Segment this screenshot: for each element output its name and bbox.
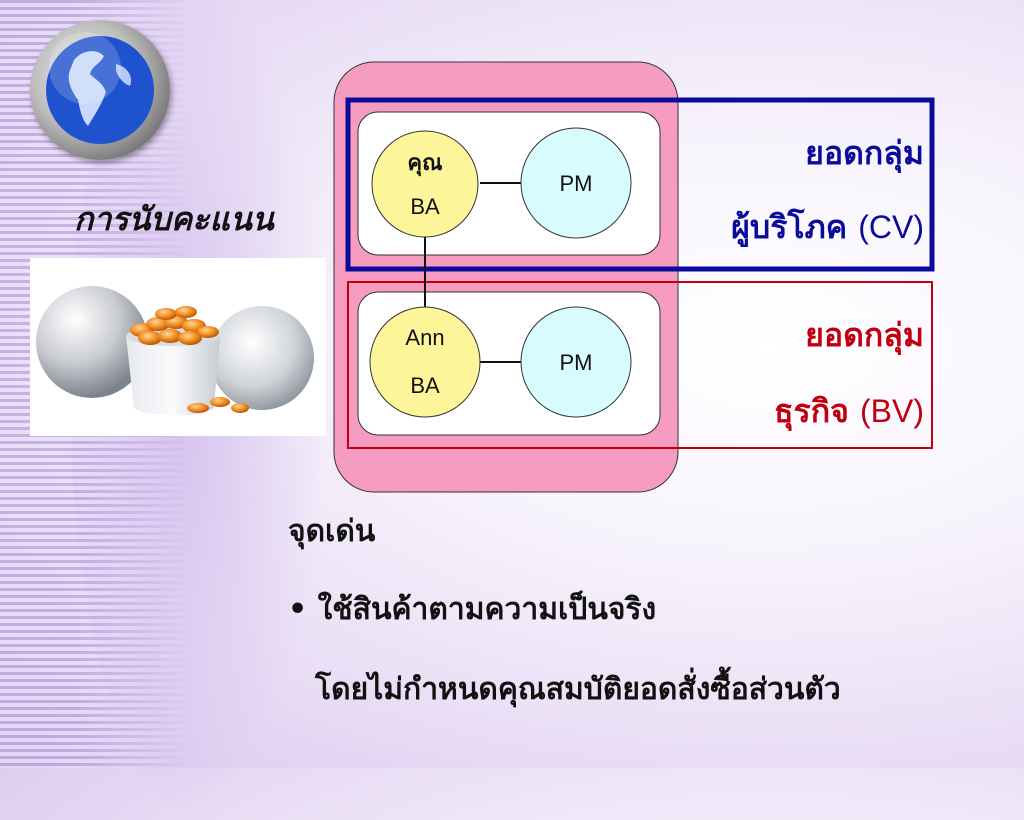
highlights-line1-text: ใช้สินค้าตามความเป็นจริง [317, 592, 657, 627]
node-top-pm-label: PM [560, 171, 593, 196]
node-top-ba-line2: BA [410, 194, 440, 219]
bottom-node-row [357, 291, 661, 436]
highlights-line2: โดยไม่กำหนดคุณสมบัติยอดสั่งซื้อส่วนตัว [315, 672, 841, 707]
bv-label-abbr: (BV) [860, 393, 924, 429]
highlights-title: จุดเด่น [288, 514, 376, 549]
page-title: การนับคะแนน [74, 200, 274, 238]
cv-label-text: ผู้บริโภค [731, 208, 848, 246]
node-bottom-pm-label: PM [560, 350, 593, 375]
node-bottom-pm [520, 306, 632, 418]
cv-label-line1: ยอดกลุ่ม [805, 134, 924, 172]
bv-label-text: ธุรกิจ [774, 392, 849, 430]
bv-label-line1: ยอดกลุ่ม [805, 316, 924, 354]
node-bottom-ba-line2: BA [410, 373, 440, 398]
team-panel [333, 61, 679, 493]
cv-label-abbr: (CV) [858, 209, 924, 245]
bullet-icon: • [288, 592, 308, 627]
highlights-line1: • ใช้สินค้าตามความเป็นจริง [288, 586, 656, 633]
top-node-row [357, 111, 661, 256]
product-image [30, 258, 326, 436]
bv-label-line2: ธุรกิจ (BV) [774, 386, 924, 437]
node-top-ba [371, 130, 479, 238]
globe-icon [30, 20, 170, 160]
cv-label-line2: ผู้บริโภค (CV) [731, 202, 924, 253]
node-bottom-ba-line1: Ann [405, 325, 444, 350]
node-top-pm [520, 127, 632, 239]
node-top-ba-line1: คุณ [407, 150, 442, 177]
node-bottom-ba [369, 306, 481, 418]
